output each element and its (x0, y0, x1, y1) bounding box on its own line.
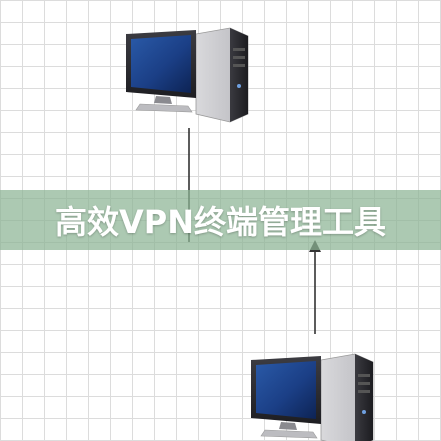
title-banner: 高效VPN终端管理工具 (0, 190, 441, 250)
computer-bottom-icon (251, 353, 374, 441)
computer-top-icon (126, 27, 249, 123)
banner-title: 高效VPN终端管理工具 (54, 203, 386, 241)
